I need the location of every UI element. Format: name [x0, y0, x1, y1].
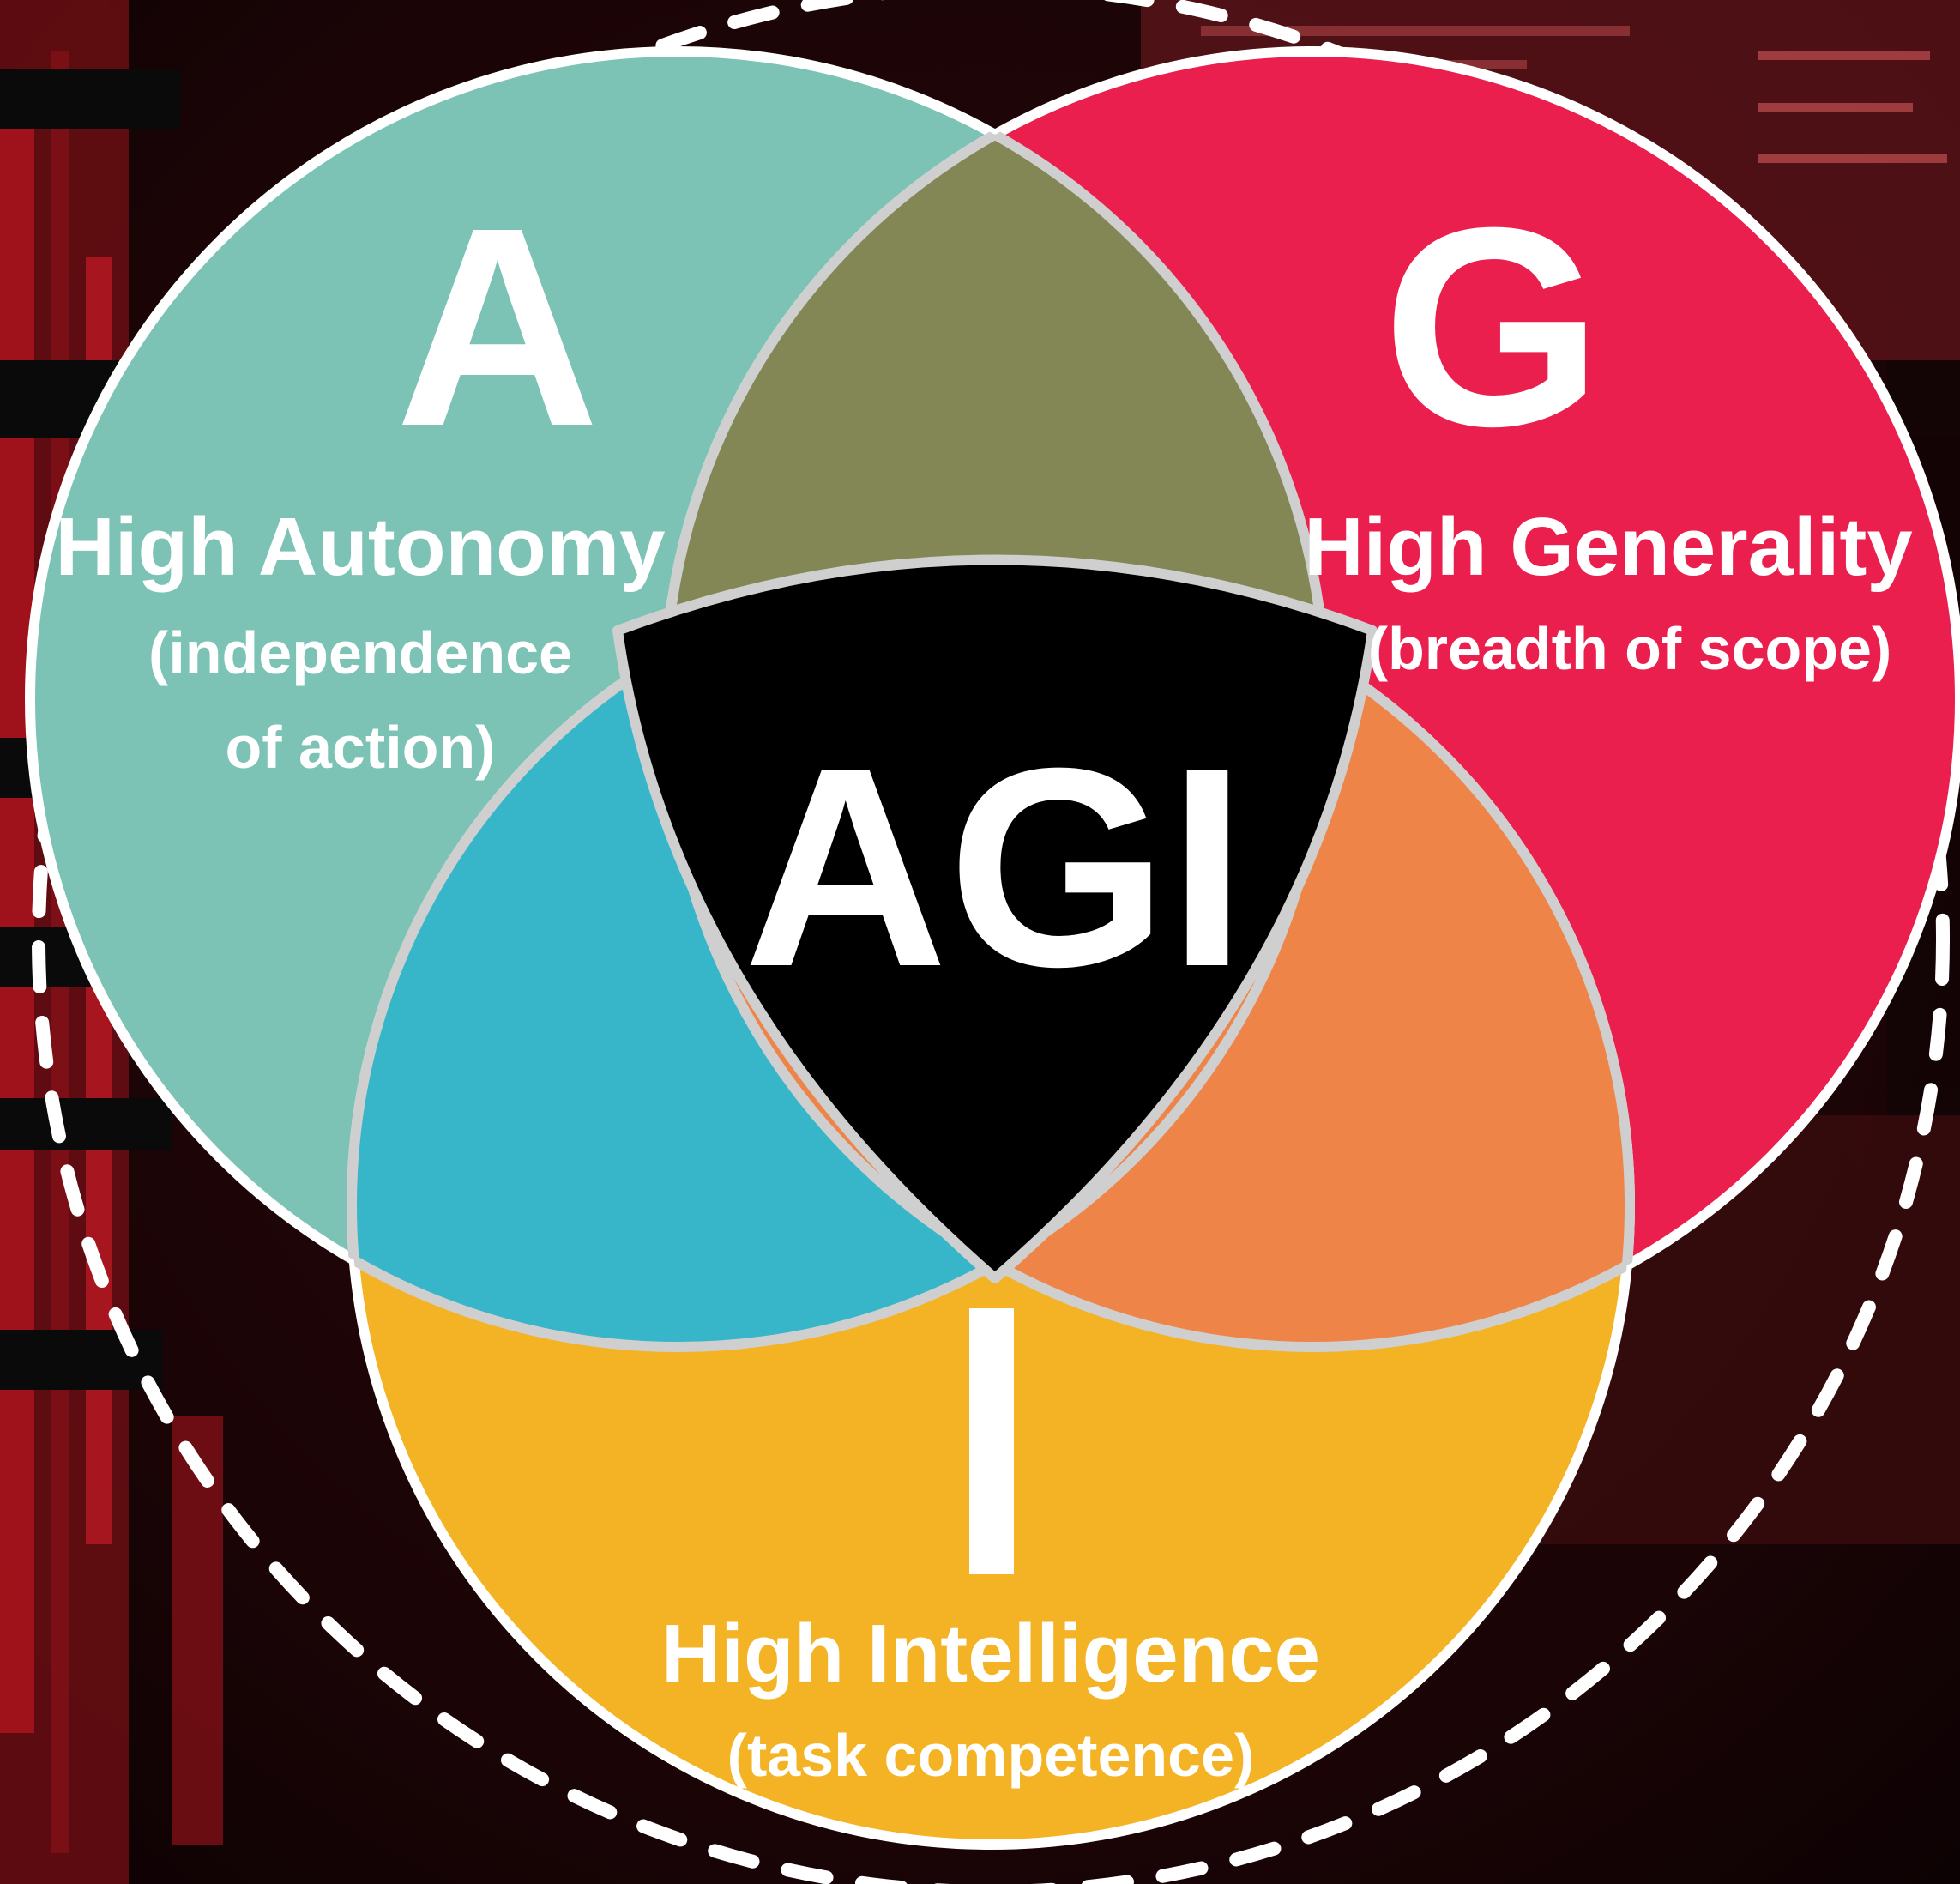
generality-letter: G [1383, 168, 1603, 485]
intelligence-subtitle: (task competence) [727, 1722, 1255, 1789]
dashed-outer-ring [32, 0, 1950, 1884]
agi-center-label: AGI [744, 709, 1247, 1025]
autonomy-letter: A [395, 168, 600, 485]
intelligence-letter: I [952, 1318, 1031, 1634]
autonomy-subtitle-line2: of action) [226, 714, 496, 781]
generality-subtitle: (breadth of scope) [1368, 615, 1892, 682]
generality-title: High Generality [1304, 501, 1913, 593]
intelligence-letter-bar [969, 1308, 1014, 1574]
autonomy-subtitle-line1: (independence [148, 619, 572, 686]
agi-center-shield [612, 554, 1378, 1283]
intelligence-title: High Intelligence [661, 1608, 1320, 1700]
autonomy-title: High Autonomy [56, 501, 666, 593]
